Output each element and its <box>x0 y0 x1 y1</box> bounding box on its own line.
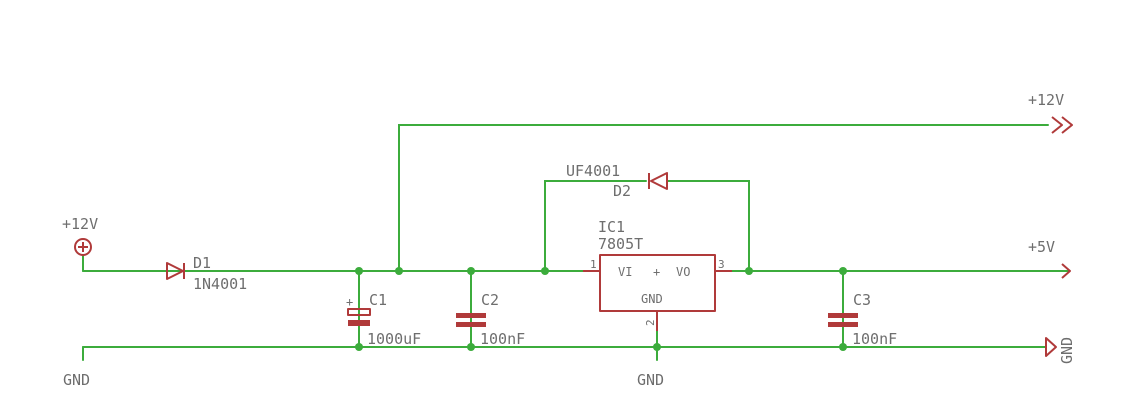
output-5v-symbol: +5V <box>1028 238 1071 279</box>
capacitor-c1: + C1 1000uF <box>346 291 421 348</box>
output-12v-symbol: +12V <box>1028 91 1073 134</box>
c3-name: C3 <box>853 291 871 309</box>
net-label-vin: +12V <box>62 215 98 233</box>
junction-dot <box>355 343 363 351</box>
c2-plate-top <box>456 313 486 318</box>
gnd-left-label: GND <box>63 371 90 389</box>
c3-plate-top <box>828 313 858 318</box>
junction-dot <box>355 267 363 275</box>
junction-dot <box>839 343 847 351</box>
ic1-pin2-number: 2 <box>644 319 657 326</box>
c1-name: C1 <box>369 291 387 309</box>
ground-right: GND <box>1045 337 1076 364</box>
input-supply-symbol: +12V <box>62 215 98 256</box>
supply-connector-icon <box>74 238 92 256</box>
ic1-name: IC1 <box>598 218 625 236</box>
capacitor-c3: C3 100nF <box>828 291 897 348</box>
d2-value: UF4001 <box>566 162 620 180</box>
diode-d2-triangle <box>650 172 668 190</box>
ic1-label-vo: VO <box>676 265 690 279</box>
c2-name: C2 <box>481 291 499 309</box>
c3-value: 100nF <box>852 330 897 348</box>
c1-plate-top <box>347 308 371 316</box>
junction-dot <box>467 343 475 351</box>
gnd-right-label: GND <box>1058 337 1076 364</box>
diode-d1-triangle <box>166 262 184 280</box>
ground-mid: GND <box>637 371 664 389</box>
net-label-12v-out: +12V <box>1028 91 1064 109</box>
d1-name: D1 <box>193 254 211 272</box>
double-arrow-icon <box>1051 116 1063 134</box>
junction-dot <box>467 267 475 275</box>
diode-d1: D1 1N4001 <box>166 254 247 293</box>
junction-dot <box>839 267 847 275</box>
net-label-5v-out: +5V <box>1028 238 1055 256</box>
regulator-ic1: IC1 7805T VI + VO GND 1 3 2 <box>583 218 732 331</box>
junction-dot <box>541 267 549 275</box>
ic1-pin3-number: 3 <box>718 258 725 271</box>
ground-left: GND <box>63 371 90 389</box>
c1-value: 1000uF <box>367 330 421 348</box>
d2-name: D2 <box>613 182 631 200</box>
junction-dot <box>653 343 661 351</box>
junctions <box>355 267 847 351</box>
wire-bypass-right <box>667 180 750 272</box>
wire-bypass-left <box>544 180 647 272</box>
ic1-value: 7805T <box>598 235 643 253</box>
ground-flag-icon <box>1045 337 1057 357</box>
ic1-pin1-number: 1 <box>590 258 597 271</box>
diode-d2: UF4001 D2 <box>566 162 668 200</box>
wires <box>82 124 1069 361</box>
double-arrow-icon-2 <box>1061 116 1073 134</box>
gnd-mid-label: GND <box>637 371 664 389</box>
arrow-icon <box>1061 263 1071 279</box>
ic1-label-gnd: GND <box>641 292 663 306</box>
ic1-label-vi: VI <box>618 265 632 279</box>
c2-plate-bottom <box>456 322 486 327</box>
ic1-label-plus: + <box>653 265 660 279</box>
c1-polarity: + <box>346 295 353 309</box>
wire-12v-out <box>398 124 1049 272</box>
c1-plate-bottom <box>348 320 370 326</box>
c2-value: 100nF <box>480 330 525 348</box>
d1-value: 1N4001 <box>193 275 247 293</box>
junction-dot <box>745 267 753 275</box>
junction-dot <box>395 267 403 275</box>
c3-plate-bottom <box>828 322 858 327</box>
capacitor-c2: C2 100nF <box>456 291 525 348</box>
